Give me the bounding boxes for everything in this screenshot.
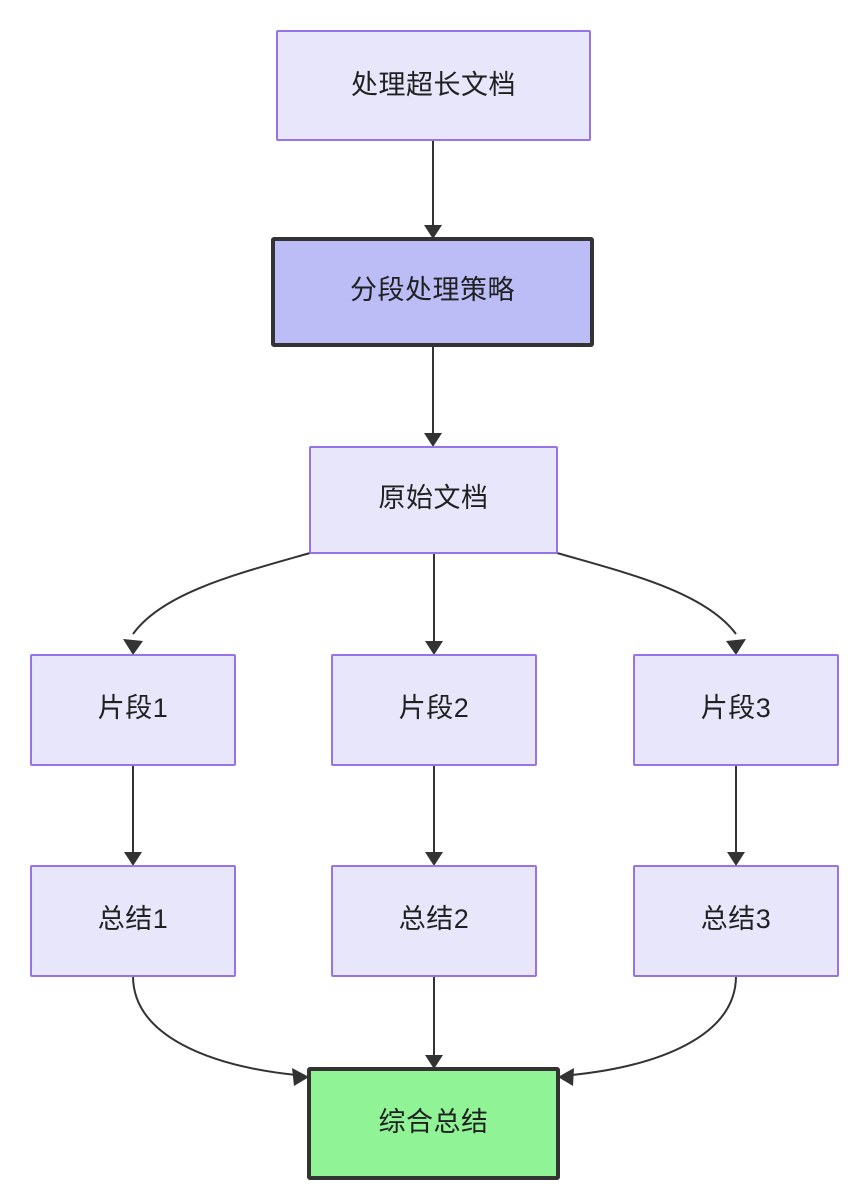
edge-chunk2-to-summary2	[425, 765, 443, 866]
arrowhead-e9	[292, 1068, 309, 1086]
node-chunk2-label: 片段2	[399, 693, 470, 723]
edge-chunk3-to-summary3	[727, 765, 745, 866]
node-summary2[interactable]: 总结2	[331, 865, 537, 977]
arrowhead-e11	[558, 1068, 574, 1086]
node-chunk1[interactable]: 片段1	[30, 654, 236, 766]
edge-source-doc-to-chunk2	[425, 553, 443, 655]
arrowhead-e7	[425, 852, 443, 866]
edge-path-e9	[132, 975, 297, 1076]
node-chunk3-label: 片段3	[701, 693, 772, 723]
arrowhead-e4	[425, 641, 443, 655]
node-summary1[interactable]: 总结1	[30, 865, 236, 977]
node-source-doc-box[interactable]	[309, 446, 558, 554]
node-source-doc-label: 原始文档	[379, 483, 489, 513]
arrowhead-e3	[123, 639, 143, 655]
arrowhead-e5	[726, 639, 746, 655]
edge-chunk1-to-summary1	[124, 765, 142, 866]
node-final-summary-label: 综合总结	[379, 1107, 489, 1137]
edge-path-e11	[571, 975, 737, 1076]
arrowhead-e10	[425, 1055, 443, 1069]
node-start-box[interactable]	[276, 30, 591, 141]
node-summary3-label: 总结3	[701, 904, 772, 934]
node-chunk2-box[interactable]	[331, 654, 537, 766]
arrowhead-e8	[727, 852, 745, 866]
edge-source-doc-to-chunk3	[556, 552, 746, 655]
edge-layer	[123, 140, 746, 1086]
edge-path-e3	[132, 552, 311, 635]
edge-summary3-to-final	[558, 975, 737, 1086]
node-start-label: 处理超长文档	[351, 70, 516, 100]
node-summary2-label: 总结2	[399, 904, 470, 934]
edge-path-e5	[556, 552, 737, 635]
arrowhead-e1	[424, 225, 442, 239]
node-chunk1-label: 片段1	[98, 693, 169, 723]
node-strategy-label: 分段处理策略	[350, 275, 515, 305]
node-final-summary-box[interactable]	[307, 1067, 560, 1180]
arrowhead-e2	[424, 433, 442, 447]
edge-source-doc-to-chunk1	[123, 552, 311, 655]
edge-start-to-strategy	[424, 140, 442, 239]
edge-summary2-to-final	[425, 976, 443, 1069]
node-chunk2[interactable]: 片段2	[331, 654, 537, 766]
node-summary3[interactable]: 总结3	[633, 865, 839, 977]
node-source-doc[interactable]: 原始文档	[309, 446, 558, 554]
node-summary1-box[interactable]	[30, 865, 236, 977]
node-layer: 处理超长文档 分段处理策略 原始文档 片段1 片段2 片段3	[30, 30, 839, 1180]
edge-strategy-to-source-doc	[424, 345, 442, 447]
node-strategy[interactable]: 分段处理策略	[271, 237, 594, 347]
edge-summary1-to-final	[132, 975, 309, 1086]
arrowhead-e6	[124, 852, 142, 866]
node-chunk3-box[interactable]	[633, 654, 839, 766]
node-chunk3[interactable]: 片段3	[633, 654, 839, 766]
node-strategy-box[interactable]	[271, 237, 594, 347]
node-final-summary[interactable]: 综合总结	[307, 1067, 560, 1180]
node-summary3-box[interactable]	[633, 865, 839, 977]
node-summary1-label: 总结1	[98, 904, 169, 934]
node-chunk1-box[interactable]	[30, 654, 236, 766]
node-start[interactable]: 处理超长文档	[276, 30, 591, 141]
node-summary2-box[interactable]	[331, 865, 537, 977]
